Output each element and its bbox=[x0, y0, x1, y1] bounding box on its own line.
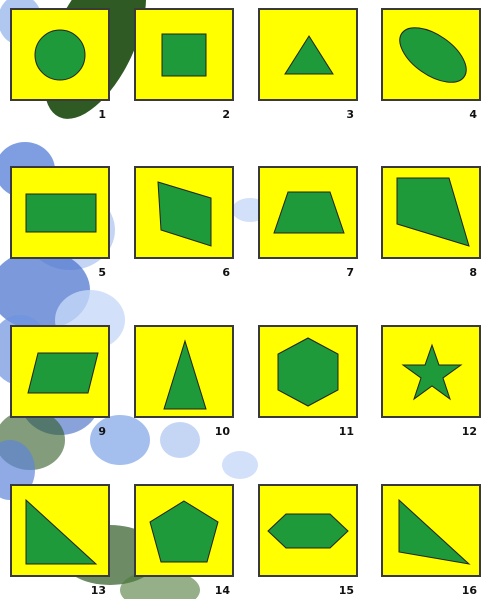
quadrilateral-icon bbox=[383, 168, 479, 257]
flat-hexagon-icon bbox=[260, 486, 356, 575]
shape-card-15 bbox=[258, 484, 358, 577]
shape-card-14 bbox=[134, 484, 234, 577]
hexagon-icon bbox=[260, 327, 356, 416]
card-number-11: 11 bbox=[324, 425, 354, 438]
card-number-15: 15 bbox=[324, 584, 354, 597]
circle-icon bbox=[12, 10, 108, 99]
card-number-5: 5 bbox=[76, 266, 106, 279]
card-number-7: 7 bbox=[324, 266, 354, 279]
card-number-10: 10 bbox=[200, 425, 230, 438]
triangle-icon bbox=[260, 10, 356, 99]
card-number-14: 14 bbox=[200, 584, 230, 597]
card-number-16: 16 bbox=[447, 584, 477, 597]
square-icon bbox=[136, 10, 232, 99]
shape-card-3 bbox=[258, 8, 358, 101]
shape-card-9 bbox=[10, 325, 110, 418]
card-number-13: 13 bbox=[76, 584, 106, 597]
card-number-1: 1 bbox=[76, 108, 106, 121]
shape-card-8 bbox=[381, 166, 481, 259]
ellipse-icon bbox=[383, 10, 479, 99]
card-number-2: 2 bbox=[200, 108, 230, 121]
parallelogram-icon bbox=[12, 327, 108, 416]
tall-triangle-icon bbox=[136, 327, 232, 416]
shape-card-7 bbox=[258, 166, 358, 259]
card-number-9: 9 bbox=[76, 425, 106, 438]
shape-card-11 bbox=[258, 325, 358, 418]
card-number-6: 6 bbox=[200, 266, 230, 279]
card-number-3: 3 bbox=[324, 108, 354, 121]
rectangle-icon bbox=[12, 168, 108, 257]
star-icon bbox=[383, 327, 479, 416]
shape-card-13 bbox=[10, 484, 110, 577]
card-number-4: 4 bbox=[447, 108, 477, 121]
shape-card-4 bbox=[381, 8, 481, 101]
pentagon-icon bbox=[136, 486, 232, 575]
trapezoid-icon bbox=[260, 168, 356, 257]
right-triangle-icon bbox=[383, 486, 479, 575]
card-number-12: 12 bbox=[447, 425, 477, 438]
shape-card-1 bbox=[10, 8, 110, 101]
shape-card-2 bbox=[134, 8, 234, 101]
card-number-8: 8 bbox=[447, 266, 477, 279]
right-triangle-icon bbox=[12, 486, 108, 575]
quadrilateral-icon bbox=[136, 168, 232, 257]
shape-card-10 bbox=[134, 325, 234, 418]
shape-card-16 bbox=[381, 484, 481, 577]
shape-card-12 bbox=[381, 325, 481, 418]
shape-card-6 bbox=[134, 166, 234, 259]
shape-card-5 bbox=[10, 166, 110, 259]
